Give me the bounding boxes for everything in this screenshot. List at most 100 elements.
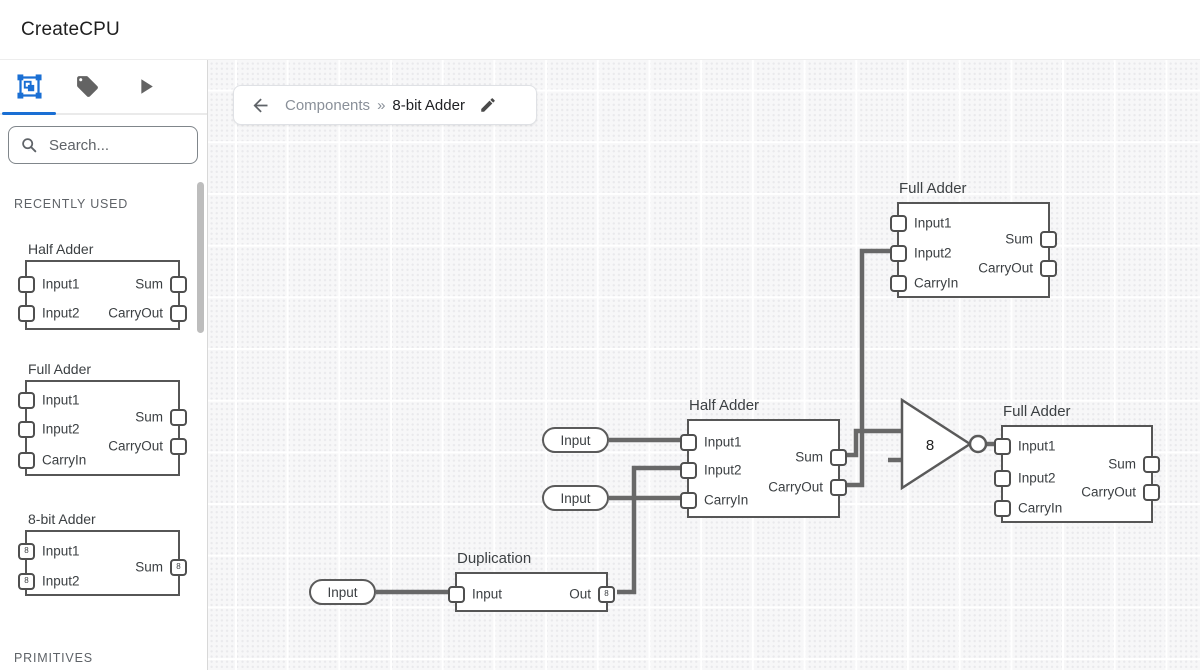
app-title: CreateCPU — [21, 18, 120, 40]
play-icon — [140, 79, 153, 94]
port-carryin[interactable] — [994, 499, 1011, 517]
back-button[interactable] — [248, 93, 273, 118]
port-label: Sum — [1108, 456, 1136, 472]
sidebar-scrollbar-thumb[interactable] — [197, 182, 204, 333]
bus-gate-bubble — [968, 434, 988, 454]
port-label: Input2 — [42, 421, 80, 437]
app-header: CreateCPU — [0, 0, 1200, 60]
component-title: Full Adder — [1003, 403, 1071, 420]
port-sum[interactable] — [1143, 455, 1160, 473]
bus-gate-width-label: 8 — [926, 437, 934, 454]
arrow-left-icon — [253, 98, 268, 112]
tab-tags[interactable] — [58, 60, 116, 113]
port-carryout[interactable] — [830, 478, 847, 496]
port-carryout[interactable] — [1143, 483, 1160, 501]
component-title: Full Adder — [899, 180, 967, 197]
port-label: CarryOut — [768, 479, 823, 495]
breadcrumb-separator: » — [377, 96, 386, 114]
port-input1[interactable] — [18, 391, 35, 409]
breadcrumb-current: 8-bit Adder — [392, 96, 465, 114]
port-sum[interactable] — [1040, 230, 1057, 248]
port-label: Input1 — [914, 215, 952, 231]
active-tab-indicator — [2, 112, 56, 115]
port-input1[interactable] — [890, 214, 907, 232]
input-node-2[interactable]: Input — [542, 485, 609, 511]
pencil-icon — [481, 98, 495, 112]
wire-halfadder-carryout-to-fulladder-top-input2[interactable] — [840, 248, 897, 488]
port-sum[interactable] — [170, 408, 187, 426]
wire-duplication-out-to-halfadder-input2[interactable] — [617, 465, 687, 595]
wire-layer: 8 — [376, 248, 1001, 595]
port-sum[interactable]: 8 — [170, 558, 187, 576]
port-input1[interactable]: 8 — [18, 542, 35, 560]
port-input2[interactable] — [680, 461, 697, 479]
search-input[interactable] — [47, 135, 181, 155]
port-label: Input2 — [42, 305, 80, 321]
port-label: Sum — [135, 409, 163, 425]
component-title: Half Adder — [689, 397, 760, 414]
port-label: Input2 — [704, 462, 742, 478]
port-carryout[interactable] — [170, 304, 187, 322]
search-box[interactable] — [8, 126, 198, 164]
search-icon — [22, 137, 37, 152]
port-label: Sum — [1005, 231, 1033, 247]
port-label: CarryOut — [108, 305, 163, 321]
port-input1[interactable] — [680, 433, 697, 451]
port-sum[interactable] — [830, 448, 847, 466]
port-label: Input1 — [704, 434, 742, 450]
port-out[interactable]: 8 — [598, 585, 615, 603]
port-label: Input1 — [42, 392, 80, 408]
edit-name-button[interactable] — [477, 94, 499, 116]
tab-components[interactable] — [0, 60, 58, 115]
port-label: CarryOut — [108, 438, 163, 454]
tab-simulate[interactable] — [116, 60, 174, 113]
port-input1[interactable] — [994, 437, 1011, 455]
port-carryin[interactable] — [18, 451, 35, 469]
port-input2[interactable] — [890, 244, 907, 262]
breadcrumb-parent[interactable]: Components — [285, 96, 371, 114]
port-carryin[interactable] — [890, 274, 907, 292]
port-input2[interactable]: 8 — [18, 572, 35, 590]
port-label: Input2 — [914, 245, 952, 261]
port-sum[interactable] — [170, 275, 187, 293]
bus-gate-triangle[interactable] — [900, 397, 973, 491]
wire-halfadder-sum-to-gate[interactable] — [840, 428, 902, 458]
input-node-3[interactable]: Input — [309, 579, 376, 605]
port-label: CarryIn — [914, 275, 959, 291]
port-input2[interactable] — [18, 304, 35, 322]
port-label: Input1 — [42, 543, 80, 559]
port-input2[interactable] — [18, 420, 35, 438]
port-label: CarryIn — [704, 492, 749, 508]
port-label: Sum — [795, 449, 823, 465]
port-carryout[interactable] — [1040, 259, 1057, 277]
port-carryin[interactable] — [680, 491, 697, 509]
port-input2[interactable] — [994, 469, 1011, 487]
port-label: Input1 — [1018, 438, 1056, 454]
port-label: Sum — [135, 276, 163, 292]
section-label-recently-used: RECENTLY USED — [14, 197, 129, 211]
breadcrumb: Components » 8-bit Adder — [233, 85, 537, 125]
section-label-primitives: PRIMITIVES — [14, 651, 93, 665]
component-title: Duplication — [457, 550, 532, 567]
input-node-1[interactable]: Input — [542, 427, 609, 453]
port-label: Out — [569, 586, 591, 602]
port-input1[interactable] — [18, 275, 35, 293]
port-label: Input2 — [1018, 470, 1056, 486]
port-carryout[interactable] — [170, 437, 187, 455]
port-input[interactable] — [448, 585, 465, 603]
